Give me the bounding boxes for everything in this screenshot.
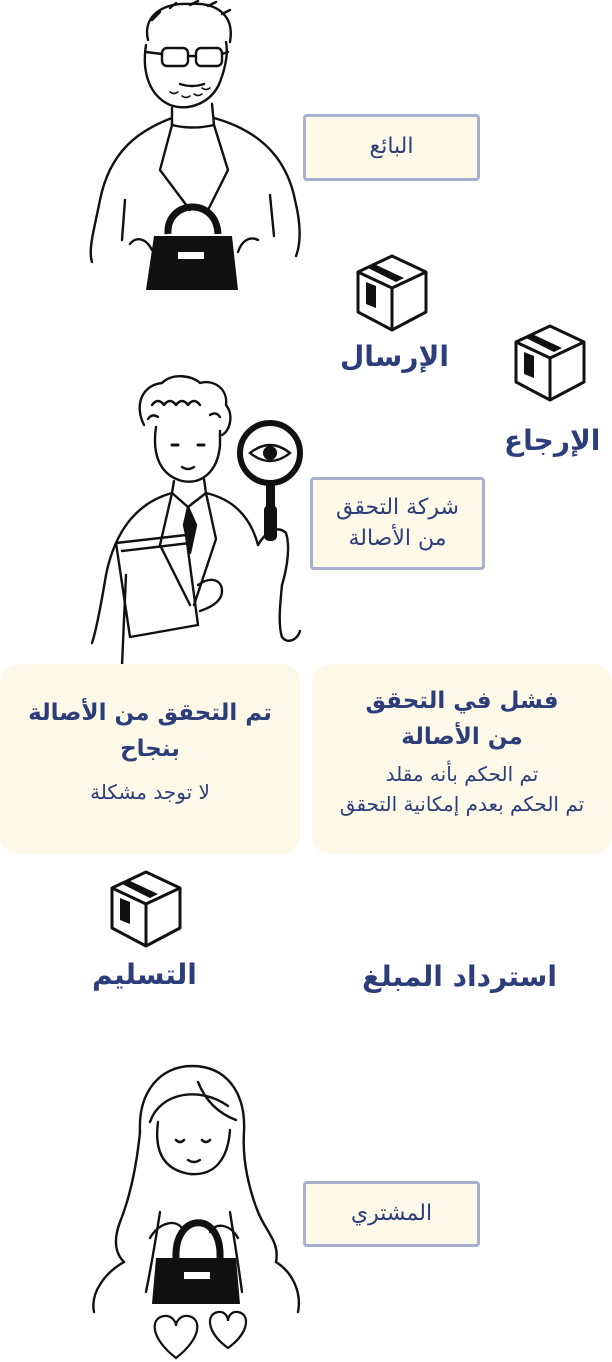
package-icon [356, 254, 428, 332]
verifier-label-line2: من الأصالة [348, 525, 447, 551]
buyer-label: المشتري [303, 1181, 480, 1247]
result-fail-title-line1: فشل في التحقق [365, 688, 559, 714]
result-success-title-line2: بنجاح [120, 735, 180, 762]
shipping-label: الإرسال [340, 340, 449, 373]
buyer-illustration [92, 1064, 301, 1360]
handbag-icon [152, 1219, 240, 1304]
result-success-title-line1: تم التحقق من الأصالة [28, 700, 272, 726]
result-success-card: تم التحقق من الأصالة بنجاح لا توجد مشكلة [0, 664, 300, 854]
heart-icon [153, 1314, 199, 1360]
result-fail-detail-line1: تم الحكم بأنه مقلد [385, 762, 539, 787]
heart-icon [208, 1310, 248, 1350]
result-fail-card: فشل في التحقق من الأصالة تم الحكم بأنه م… [312, 664, 612, 854]
verifier-label: شركة التحقق من الأصالة [310, 477, 485, 570]
magnifier-eye-icon [237, 420, 303, 541]
verifier-label-line1: شركة التحقق [336, 494, 459, 520]
return-label: الإرجاع [504, 424, 601, 457]
seller-label: البائع [303, 114, 480, 181]
package-icon [110, 870, 182, 948]
delivery-label: التسليم [92, 958, 197, 991]
seller-illustration [89, 0, 301, 290]
result-fail-detail-line2: تم الحكم بعدم إمكانية التحقق [339, 792, 585, 817]
package-icon [514, 324, 586, 402]
result-fail-title-line2: من الأصالة [401, 723, 523, 750]
verifier-illustration [90, 375, 303, 667]
result-success-detail: لا توجد مشكلة [90, 780, 210, 805]
refund-label: استرداد المبلغ [362, 960, 557, 993]
handbag-icon [146, 203, 238, 290]
